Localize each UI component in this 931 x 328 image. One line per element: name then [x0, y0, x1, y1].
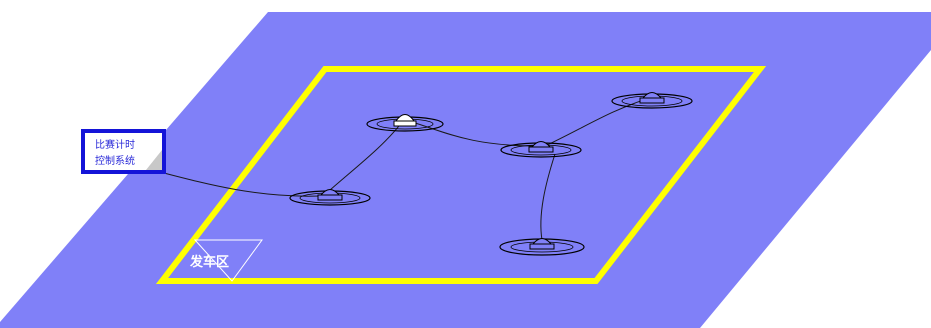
start-zone-marker: 发车区 — [189, 239, 263, 282]
sensor — [289, 189, 371, 206]
control-box-shadow-corner — [146, 150, 162, 170]
sensor — [500, 141, 582, 158]
cable-control-to-sensor-1 — [159, 171, 321, 197]
sensor — [499, 238, 585, 256]
ground-plane — [0, 12, 931, 328]
control-box: 比赛计时 控制系统 — [81, 129, 166, 174]
sensor — [611, 92, 693, 109]
cable-sensor-2-to-sensor-3 — [411, 121, 539, 147]
track-boundary — [155, 66, 767, 284]
control-box-line-2: 控制系统 — [95, 154, 135, 167]
sensor — [366, 114, 444, 132]
cable-sensor-3-to-sensor-5 — [540, 153, 556, 241]
start-zone-flag — [193, 239, 263, 282]
start-zone-label: 发车区 — [189, 254, 229, 270]
control-box-line-1: 比赛计时 — [95, 138, 135, 151]
cable-sensor-3-to-sensor-4 — [544, 97, 651, 147]
